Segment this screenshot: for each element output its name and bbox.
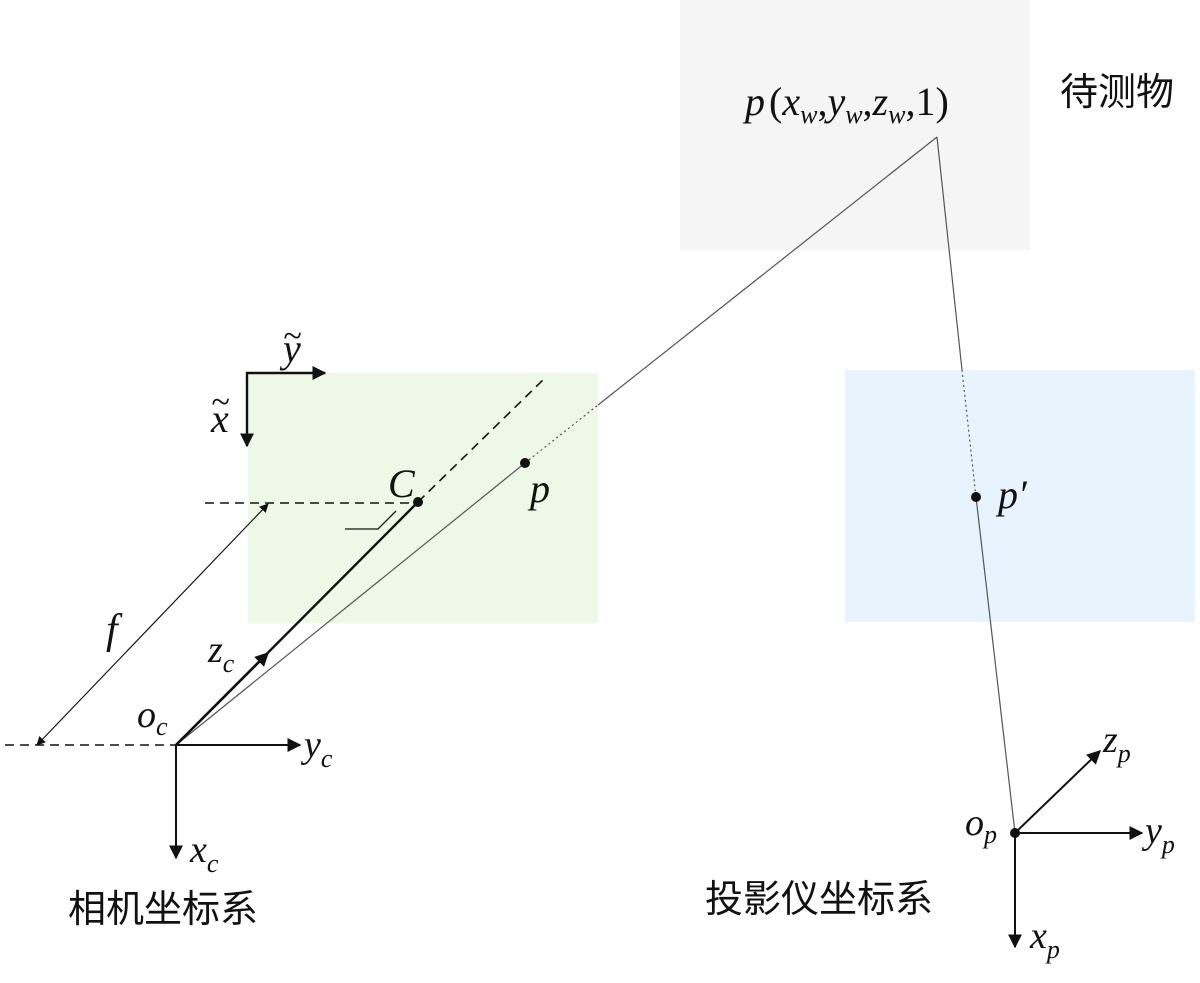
- ray-projector-lower: [975, 496, 1016, 834]
- world-point-label: p(xw,yw,zw,1): [742, 79, 949, 129]
- principal-point-dot: [413, 497, 423, 507]
- projector-image-point-dot: [971, 492, 981, 502]
- focal-length-label: f: [106, 607, 123, 653]
- projector-image-plane: [845, 370, 1195, 622]
- camera-coordinate-label: 相机坐标系: [68, 887, 258, 931]
- right-angle-marker: [345, 510, 397, 530]
- projector-coordinate-label: 投影仪坐标系: [705, 877, 933, 921]
- object-label: 待测物: [1060, 70, 1174, 114]
- projector-origin-dot: [1010, 828, 1020, 838]
- ray-camera-dotted: [524, 404, 599, 464]
- xc-label: xc: [189, 829, 219, 878]
- zc-label: zc: [207, 629, 235, 678]
- projector-origin-label: op: [965, 802, 997, 849]
- projector-image-point-label: p′: [995, 472, 1028, 517]
- zp-label: zp: [1102, 719, 1131, 768]
- image-y-label: y: [279, 326, 301, 371]
- ray-projector-dotted: [961, 369, 977, 498]
- image-x-label: x: [210, 396, 229, 441]
- image-x-tilde: ~: [211, 384, 229, 421]
- image-y-tilde: ~: [283, 318, 301, 355]
- object-region: [680, 0, 1030, 250]
- zp-axis: [1014, 750, 1102, 834]
- camera-image-point-dot: [520, 458, 530, 468]
- camera-origin-label: oc: [137, 694, 168, 741]
- principal-point-label: C: [388, 461, 416, 506]
- xp-label: xp: [1029, 915, 1060, 964]
- ray-world-to-projector-upper: [936, 136, 963, 371]
- focal-length-dimension: [36, 503, 269, 746]
- yp-label: yp: [1141, 810, 1175, 859]
- ray-to-world-point: [597, 136, 938, 406]
- camera-image-point-label: p: [527, 466, 550, 511]
- yc-label: yc: [300, 724, 333, 773]
